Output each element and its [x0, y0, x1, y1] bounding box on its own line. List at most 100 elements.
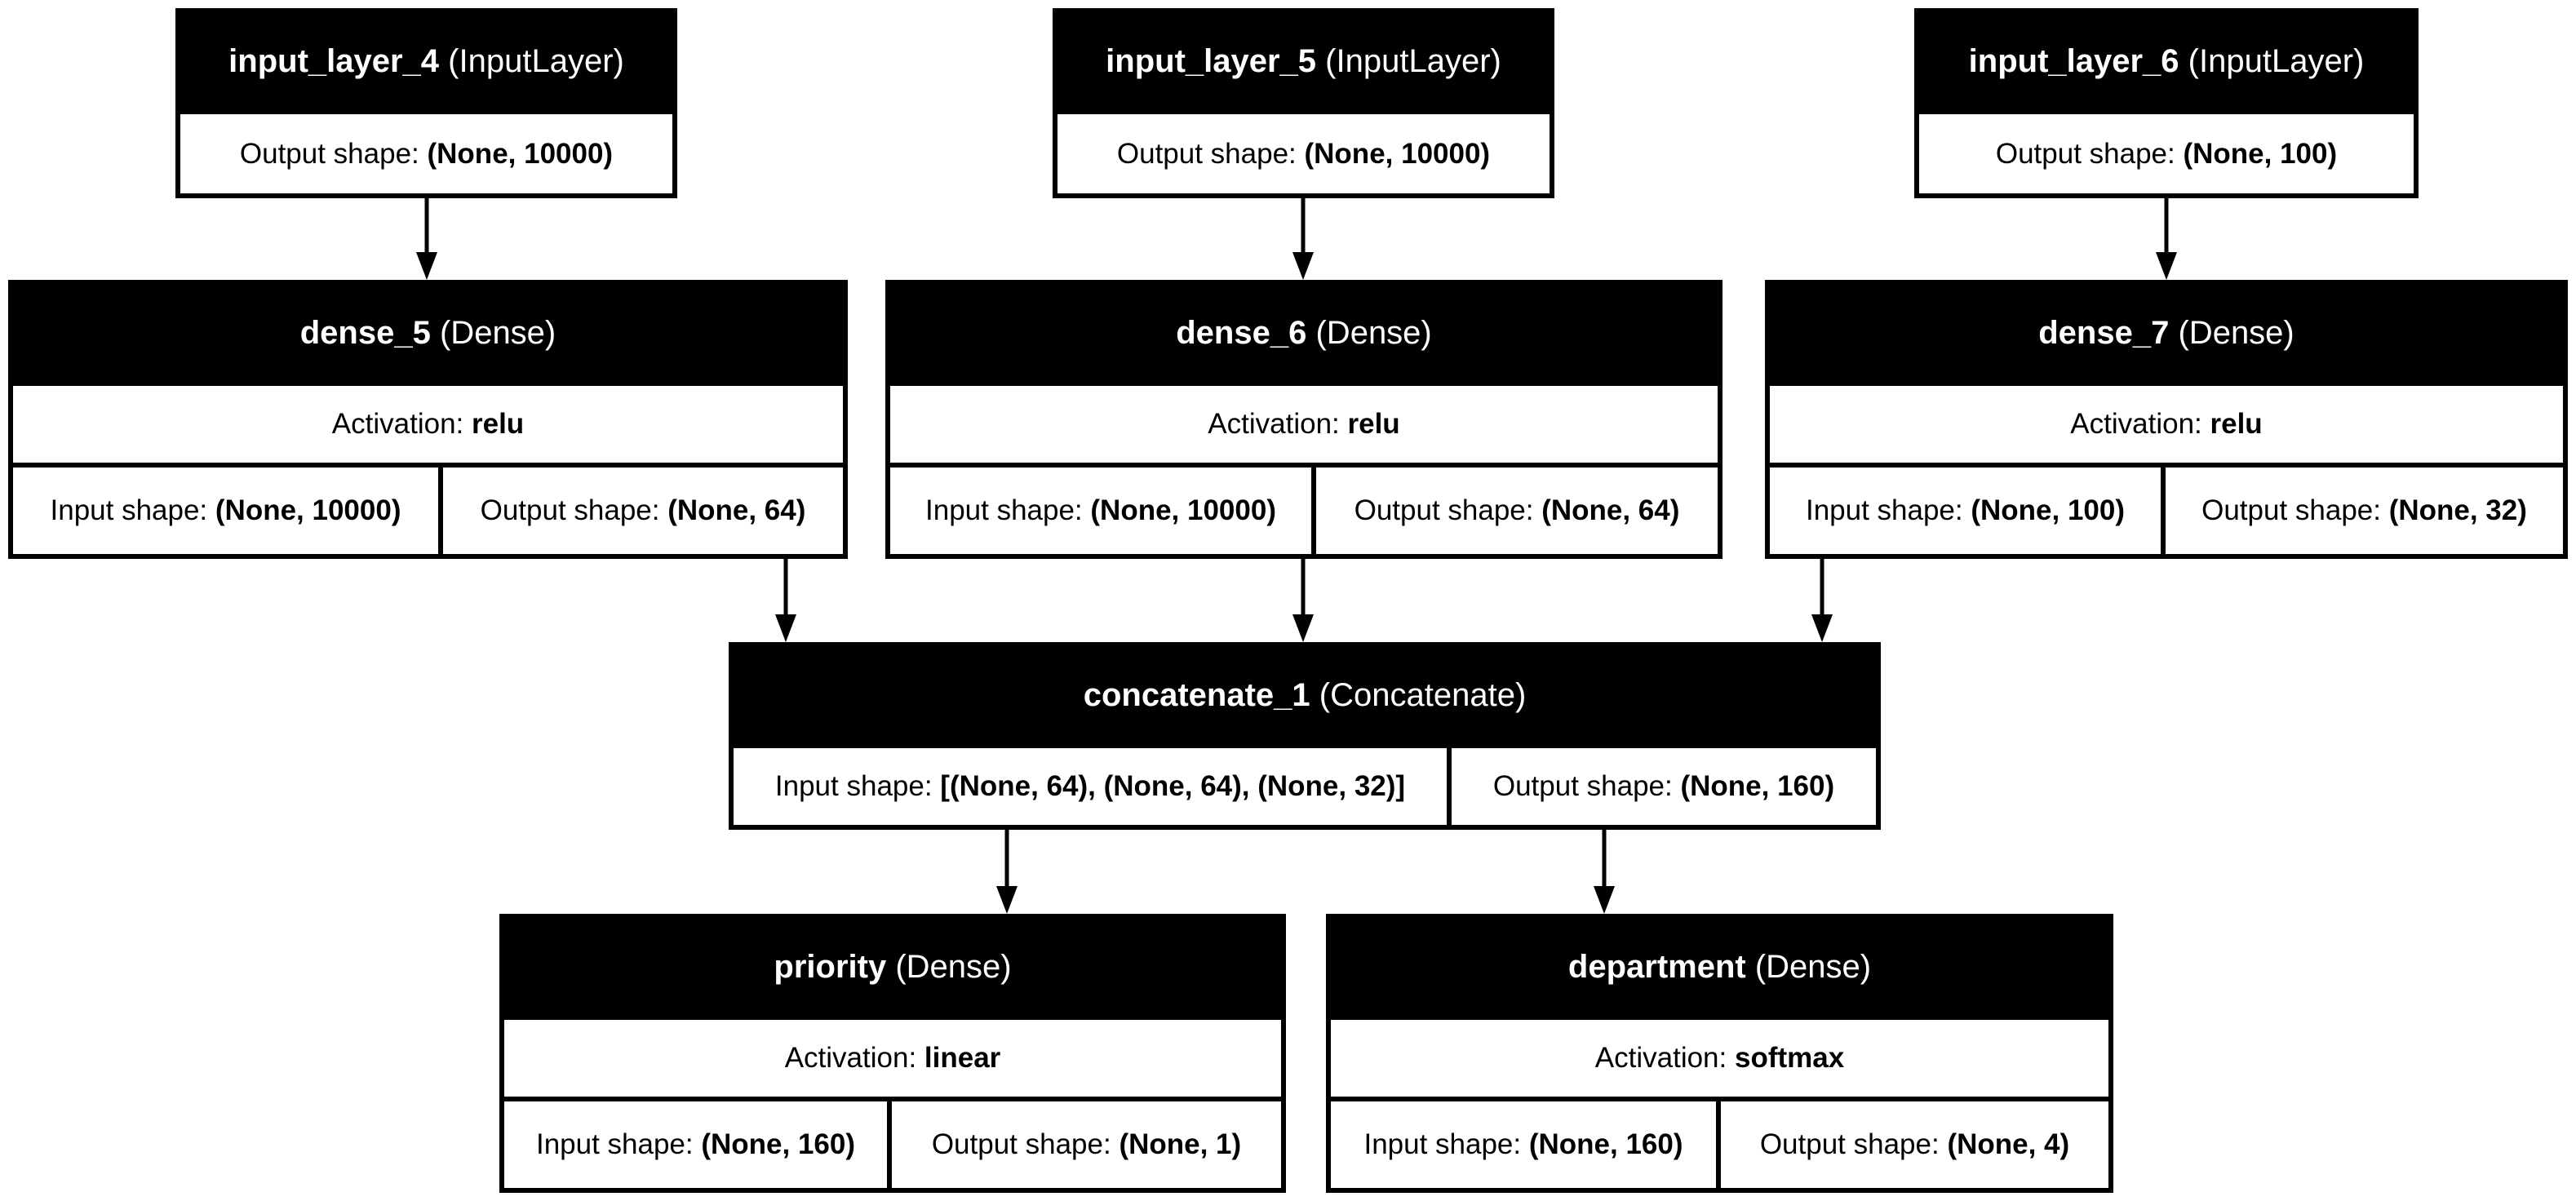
activation-cell-label: Activation:	[2070, 408, 2210, 440]
layer-name: dense_5	[299, 314, 431, 351]
layer-name: department	[1567, 948, 1746, 985]
input-shape-cell: Input shape: (None, 160)	[504, 1101, 887, 1188]
activation-cell-value: relu	[1347, 408, 1400, 440]
layer-title: input_layer_4 (InputLayer)	[175, 8, 677, 114]
output-shape-cell-value: (None, 4)	[1947, 1128, 2070, 1160]
arrowhead-icon	[1292, 252, 1314, 280]
layer-type: (Dense)	[2178, 314, 2294, 351]
arrowhead-icon	[416, 252, 437, 280]
input-shape-cell: Input shape: [(None, 64), (None, 64), (N…	[734, 748, 1447, 825]
output-shape-cell: Output shape: (None, 160)	[1452, 748, 1876, 825]
activation-cell: Activation: softmax	[1331, 1020, 2108, 1097]
layer-name: input_layer_6	[1968, 42, 2179, 79]
output-shape-cell-value: (None, 160)	[1680, 770, 1835, 802]
output-shape-cell-value: (None, 64)	[1541, 494, 1680, 526]
layer-title: dense_7 (Dense)	[1765, 280, 2568, 386]
input-shape-cell-label: Input shape:	[1363, 1128, 1529, 1160]
output-shape-cell-label: Output shape:	[1759, 1128, 1948, 1160]
input-shape-cell-label: Input shape:	[925, 494, 1091, 526]
layer-name: concatenate_1	[1083, 676, 1310, 713]
input-shape-cell-value: (None, 160)	[1528, 1128, 1683, 1160]
input-shape-cell-label: Input shape:	[1805, 494, 1971, 526]
layer-title: dense_5 (Dense)	[8, 280, 848, 386]
layer-title: input_layer_5 (InputLayer)	[1053, 8, 1554, 114]
input-shape-cell-value: [(None, 64), (None, 64), (None, 32)]	[940, 770, 1406, 802]
output-shape-cell: Output shape: (None, 10000)	[1057, 114, 1550, 193]
arrowhead-icon	[775, 614, 796, 642]
output-shape-cell-label: Output shape:	[1116, 137, 1305, 170]
output-shape-cell: Output shape: (None, 64)	[443, 468, 843, 554]
layer-type: (Dense)	[895, 948, 1012, 985]
input-shape-cell: Input shape: (None, 10000)	[13, 468, 438, 554]
layer-name: input_layer_5	[1106, 42, 1317, 79]
arrowhead-icon	[1811, 614, 1833, 642]
layer-node-input-layer-6: input_layer_6 (InputLayer)Output shape: …	[1914, 8, 2419, 198]
output-shape-cell: Output shape: (None, 64)	[1316, 468, 1718, 554]
input-shape-cell-value: (None, 160)	[701, 1128, 856, 1160]
output-shape-cell-value: (None, 32)	[2388, 494, 2527, 526]
output-shape-cell-label: Output shape:	[931, 1128, 1120, 1160]
output-shape-cell-label: Output shape:	[1492, 770, 1681, 802]
layer-node-input-layer-4: input_layer_4 (InputLayer)Output shape: …	[175, 8, 677, 198]
output-shape-cell-label: Output shape:	[1995, 137, 2184, 170]
layer-title: department (Dense)	[1326, 914, 2113, 1020]
layer-title: priority (Dense)	[499, 914, 1286, 1020]
output-shape-cell: Output shape: (None, 10000)	[180, 114, 672, 193]
input-shape-cell-value: (None, 100)	[1971, 494, 2126, 526]
input-shape-cell: Input shape: (None, 10000)	[890, 468, 1311, 554]
output-shape-cell-value: (None, 100)	[2183, 137, 2338, 170]
activation-cell-value: relu	[2210, 408, 2263, 440]
output-shape-cell-label: Output shape:	[2201, 494, 2389, 526]
activation-cell-label: Activation:	[1208, 408, 1348, 440]
layer-name: dense_6	[1176, 314, 1307, 351]
output-shape-cell: Output shape: (None, 100)	[1919, 114, 2414, 193]
input-shape-cell: Input shape: (None, 160)	[1331, 1101, 1716, 1188]
layer-type: (Dense)	[1754, 948, 1872, 985]
activation-cell-value: relu	[472, 408, 525, 440]
activation-cell: Activation: relu	[1770, 386, 2563, 463]
input-shape-cell-label: Input shape:	[774, 770, 941, 802]
layer-name: input_layer_4	[228, 42, 440, 79]
layer-title: dense_6 (Dense)	[885, 280, 1723, 386]
activation-cell: Activation: relu	[890, 386, 1718, 463]
layer-type: (InputLayer)	[2188, 42, 2365, 79]
input-shape-cell-value: (None, 10000)	[215, 494, 401, 526]
output-shape-cell-label: Output shape:	[239, 137, 428, 170]
activation-cell: Activation: linear	[504, 1020, 1281, 1097]
activation-cell-label: Activation:	[784, 1042, 924, 1074]
arrowhead-icon	[996, 886, 1018, 914]
output-shape-cell-value: (None, 10000)	[1304, 137, 1491, 170]
output-shape-cell-value: (None, 10000)	[427, 137, 614, 170]
layer-name: priority	[774, 948, 887, 985]
activation-cell: Activation: relu	[13, 386, 843, 463]
input-shape-cell-label: Input shape:	[535, 1128, 702, 1160]
output-shape-cell-value: (None, 64)	[667, 494, 806, 526]
input-shape-cell-label: Input shape:	[50, 494, 215, 526]
layer-type: (Concatenate)	[1319, 676, 1527, 713]
activation-cell-label: Activation:	[331, 408, 472, 440]
layer-node-input-layer-5: input_layer_5 (InputLayer)Output shape: …	[1053, 8, 1554, 198]
layer-node-concatenate-1: concatenate_1 (Concatenate)Input shape: …	[729, 642, 1881, 830]
layer-type: (InputLayer)	[448, 42, 624, 79]
layer-type: (Dense)	[439, 314, 556, 351]
output-shape-cell: Output shape: (None, 32)	[2166, 468, 2563, 554]
arrowhead-icon	[1292, 614, 1314, 642]
output-shape-cell-label: Output shape:	[1354, 494, 1542, 526]
arrowhead-icon	[2156, 252, 2177, 280]
layer-type: (Dense)	[1315, 314, 1432, 351]
layer-title: concatenate_1 (Concatenate)	[729, 642, 1881, 748]
layer-name: dense_7	[2038, 314, 2170, 351]
output-shape-cell: Output shape: (None, 4)	[1721, 1101, 2108, 1188]
activation-cell-value: linear	[924, 1042, 1001, 1074]
output-shape-cell-value: (None, 1)	[1119, 1128, 1242, 1160]
arrowhead-icon	[1594, 886, 1615, 914]
layer-title: input_layer_6 (InputLayer)	[1914, 8, 2419, 114]
activation-cell-value: softmax	[1734, 1042, 1845, 1074]
input-shape-cell: Input shape: (None, 100)	[1770, 468, 2161, 554]
activation-cell-label: Activation:	[1594, 1042, 1735, 1074]
